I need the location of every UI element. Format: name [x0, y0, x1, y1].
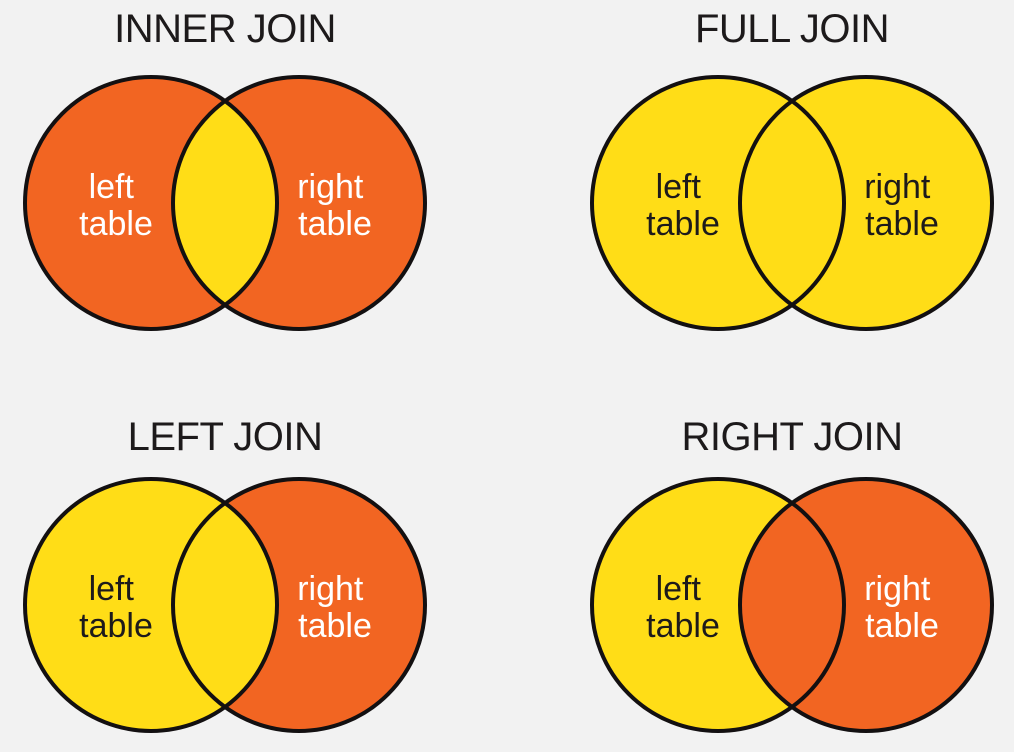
intersection-region [173, 479, 277, 731]
right-table-label: right table [297, 168, 373, 243]
right-circle-outline [738, 477, 994, 733]
left-label-line1: left [656, 168, 702, 206]
left-circle-outline [23, 477, 279, 733]
right-label-line2: table [298, 205, 372, 243]
left-label-line1: left [89, 168, 135, 206]
venn-diagram-left-join: left table right table [23, 477, 427, 733]
venn-panel-right-join: RIGHT JOIN left table right table [507, 376, 1014, 752]
left-label-line2: table [646, 607, 720, 645]
right-label-line1: right [864, 168, 931, 206]
left-label-line2: table [646, 205, 720, 243]
left-table-label: left table [79, 570, 153, 645]
left-label-line1: left [89, 570, 135, 608]
venn-title-left-join: LEFT JOIN [127, 415, 323, 459]
intersection-region [740, 77, 844, 329]
right-table-label: right table [864, 570, 940, 645]
intersection-region [740, 479, 844, 731]
venn-panel-full-join: FULL JOIN left table right table [507, 0, 1014, 376]
left-table-label: left table [79, 168, 153, 243]
right-circle-outline [171, 477, 427, 733]
right-label-line2: table [865, 205, 939, 243]
venn-diagram-right-join: left table right table [590, 477, 994, 733]
right-table-label: right table [864, 168, 940, 243]
intersection-region [173, 77, 277, 329]
right-label-line2: table [865, 607, 939, 645]
left-label-line2: table [79, 205, 153, 243]
venn-diagram-inner-join: left table right table [23, 75, 427, 331]
venn-diagram-full-join: left table right table [590, 75, 994, 331]
venn-panel-inner-join: INNER JOIN left table right table [0, 0, 507, 376]
venn-title-full-join: FULL JOIN [694, 7, 890, 51]
right-circle-outline [171, 75, 427, 331]
left-circle-outline [590, 477, 846, 733]
left-table-label: left table [646, 168, 720, 243]
venn-block-right-join: RIGHT JOIN left table right table [572, 376, 1012, 735]
venn-block-full-join: FULL JOIN left table right table [572, 0, 1012, 333]
left-label-line1: left [656, 570, 702, 608]
venn-block-inner-join: INNER JOIN left table right table [5, 0, 445, 333]
right-label-line1: right [297, 168, 364, 206]
right-label-line1: right [864, 570, 931, 608]
venn-panel-left-join: LEFT JOIN left table right table [0, 376, 507, 752]
right-label-line1: right [297, 570, 364, 608]
left-circle-outline [23, 75, 279, 331]
left-table-label: left table [646, 570, 720, 645]
left-label-line2: table [79, 607, 153, 645]
venn-title-inner-join: INNER JOIN [114, 7, 336, 51]
venn-title-right-join: RIGHT JOIN [681, 415, 903, 459]
left-circle-outline [590, 75, 846, 331]
right-circle-outline [738, 75, 994, 331]
right-table-label: right table [297, 570, 373, 645]
venn-block-left-join: LEFT JOIN left table right table [5, 376, 445, 735]
right-label-line2: table [298, 607, 372, 645]
